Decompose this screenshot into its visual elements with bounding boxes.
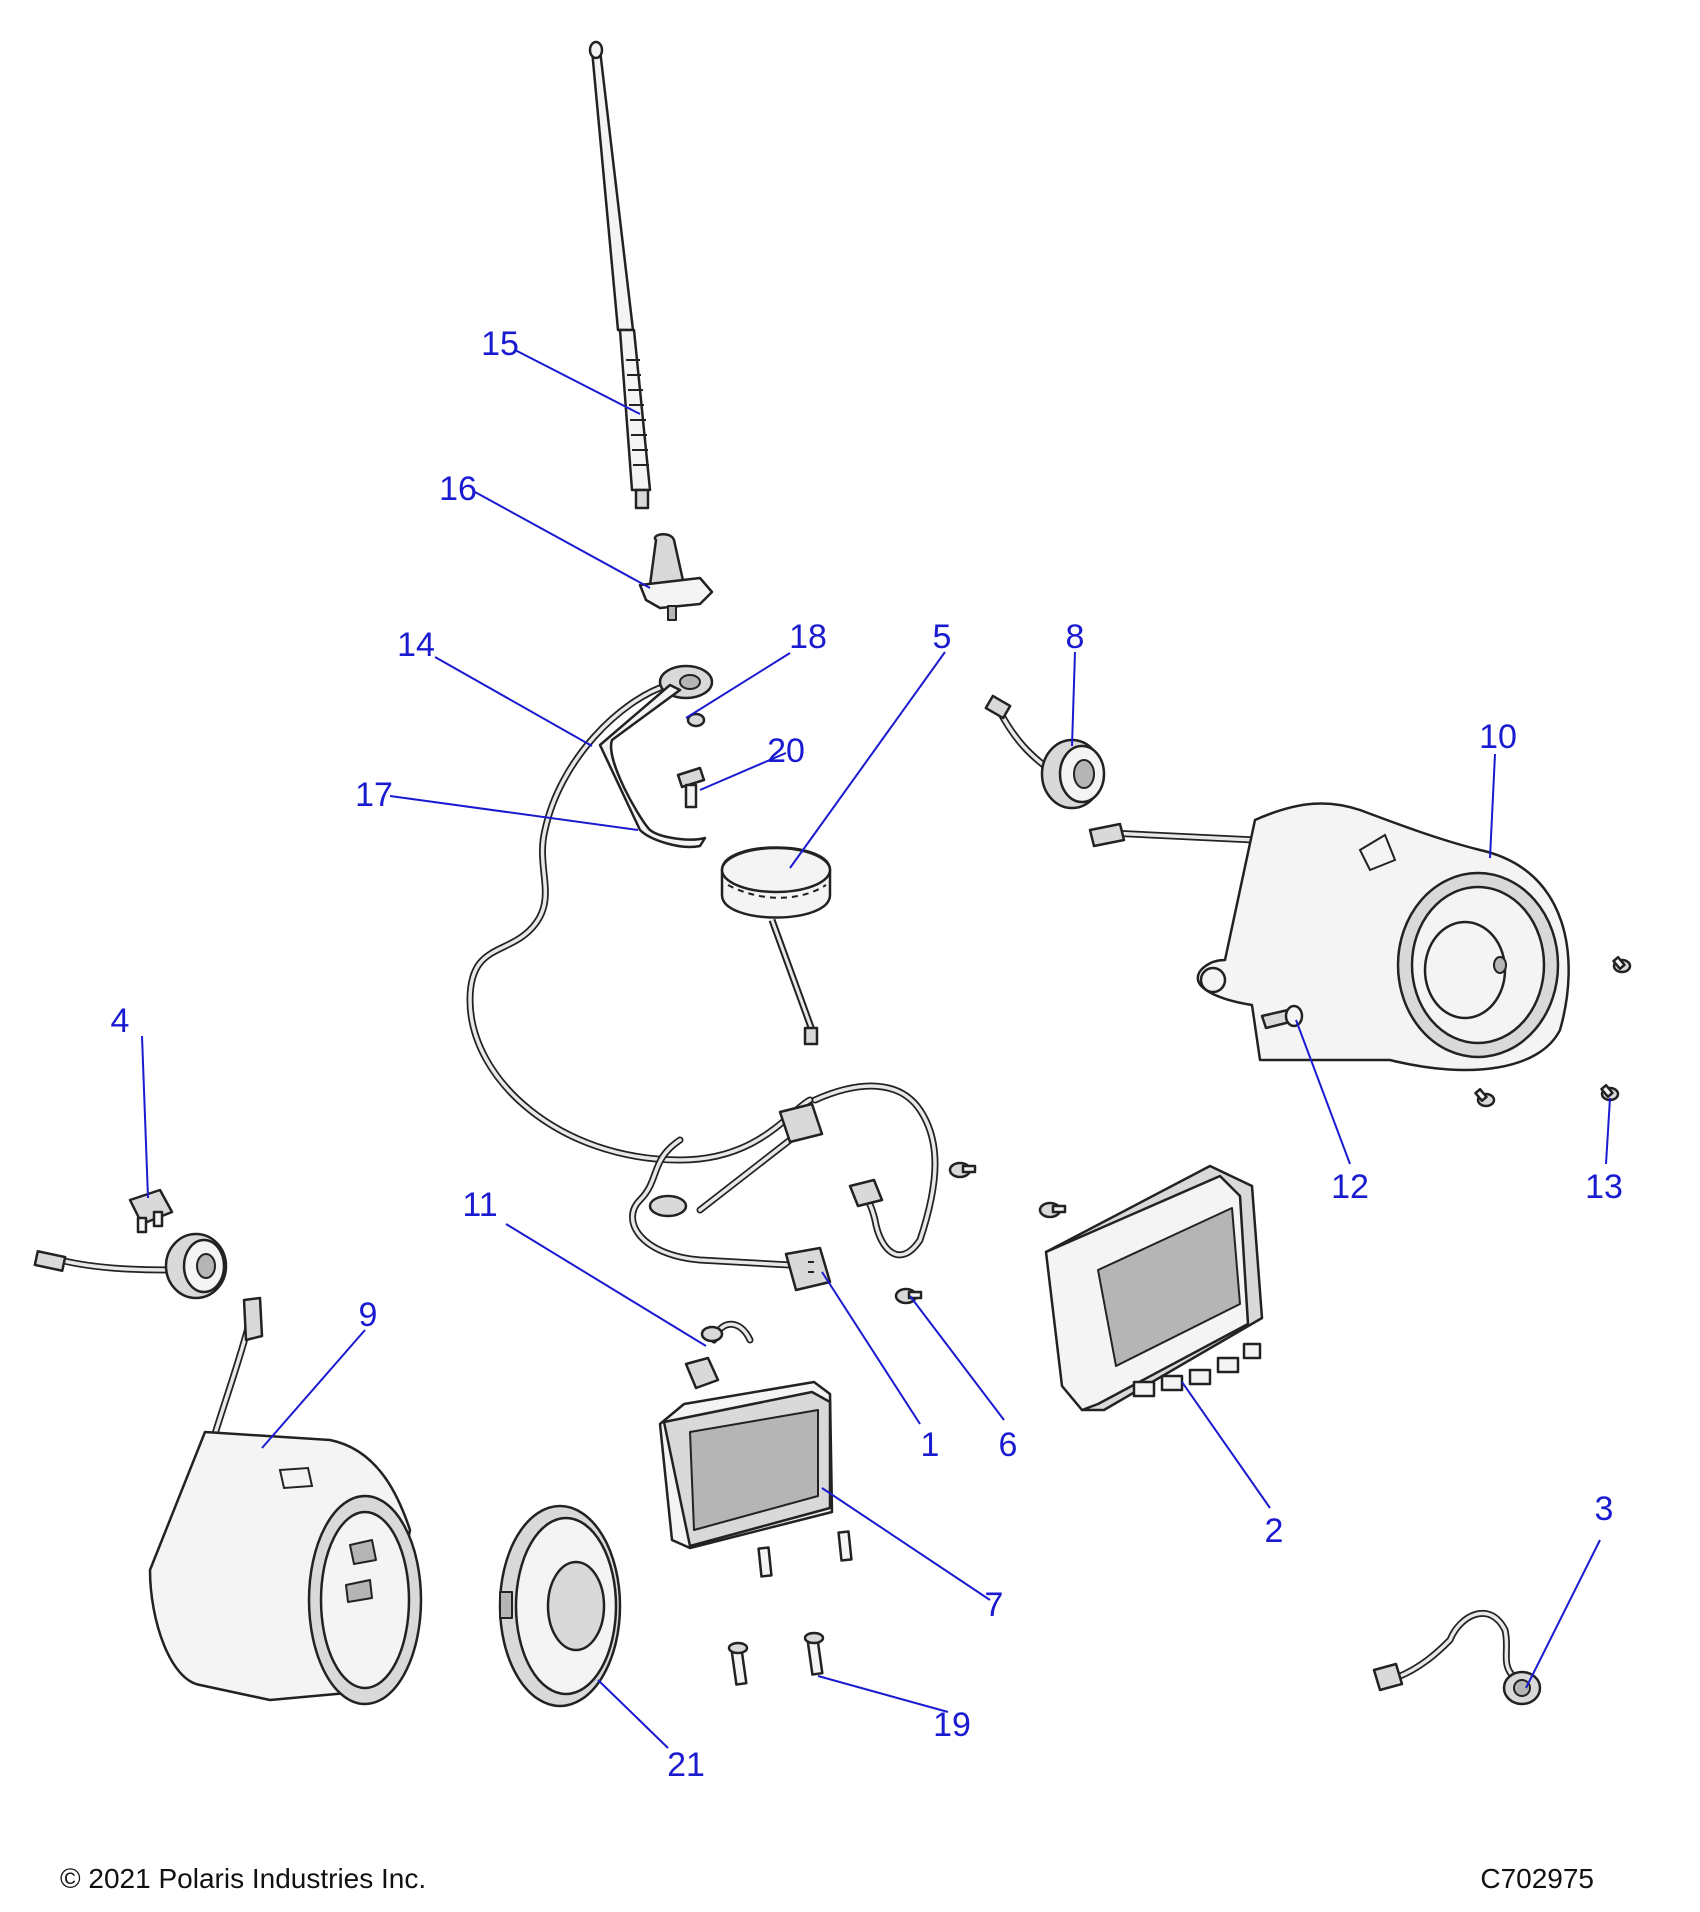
copyright-text: © 2021 Polaris Industries Inc. (60, 1863, 426, 1894)
callout-7: 7 (985, 1586, 1004, 1624)
callout-6: 6 (999, 1426, 1018, 1464)
antenna-mast (588, 40, 652, 510)
callout-3: 3 (1595, 1490, 1614, 1528)
callout-10: 10 (1479, 718, 1517, 756)
callout-8: 8 (1066, 618, 1085, 656)
callout-20: 20 (767, 732, 805, 770)
speaker-pod-right (1088, 802, 1570, 1072)
nut-18 (686, 712, 706, 728)
antenna-clip (598, 683, 707, 849)
callout-17: 17 (355, 776, 393, 814)
tweeter-right (984, 694, 1106, 810)
usb-connector (684, 1320, 754, 1390)
aux-harness-3 (1372, 1609, 1542, 1706)
callout-12: 12 (1331, 1168, 1369, 1206)
callout-14: 14 (397, 626, 435, 664)
callout-labels: 15 16 14 18 20 17 5 8 10 12 13 4 9 11 1 … (111, 325, 1623, 1784)
callout-18: 18 (789, 618, 827, 656)
leader-lines (141, 349, 1611, 1749)
callout-13: 13 (1585, 1168, 1623, 1206)
screws-13 (1474, 955, 1632, 1108)
screws-6 (894, 1161, 1067, 1305)
callout-4: 4 (111, 1002, 130, 1040)
callout-5: 5 (933, 618, 952, 656)
callout-11: 11 (462, 1186, 497, 1224)
callout-16: 16 (439, 470, 477, 508)
callout-21: 21 (667, 1746, 705, 1784)
callout-2: 2 (1265, 1512, 1284, 1550)
audio-amplifier (658, 1380, 853, 1578)
bolts-19 (727, 1631, 825, 1686)
wiring-harness (629, 1082, 939, 1292)
tweeter-left (33, 1232, 228, 1300)
display-unit (1044, 1164, 1264, 1412)
antenna-base (638, 533, 714, 621)
callout-9: 9 (359, 1296, 378, 1334)
aux-port (128, 1188, 174, 1234)
screw-12 (1260, 1004, 1304, 1030)
callout-15: 15 (481, 325, 519, 363)
bolt-20 (676, 766, 706, 809)
gps-puck (720, 846, 832, 1046)
callout-19: 19 (933, 1706, 971, 1744)
speaker-pod-left (148, 1296, 423, 1706)
callout-1: 1 (921, 1426, 940, 1464)
drawing-id: C702975 (1480, 1863, 1594, 1894)
speaker-21 (498, 1504, 622, 1708)
